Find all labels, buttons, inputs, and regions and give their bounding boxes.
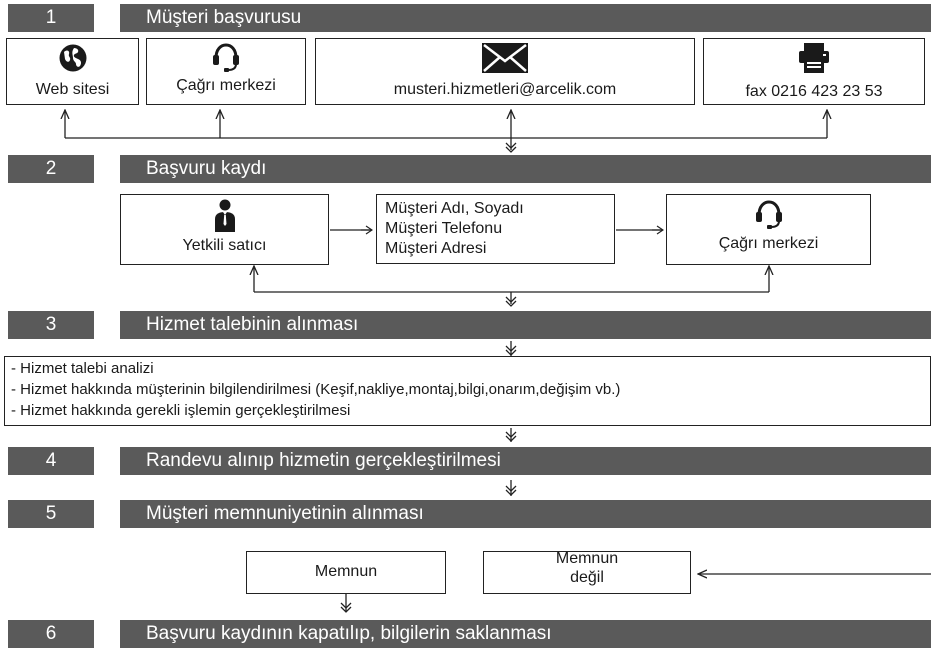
satisfied-label: Memnun [314,563,378,580]
service-info-box: - Hizmet talebi analizi - Hizmet hakkınd… [4,356,931,426]
dealer-label: Yetkili satıcı [182,237,267,254]
service-info-line: - Hizmet talebi analizi [11,360,154,377]
call-center-box: Çağrı merkezi [666,194,871,265]
step-6-number: 6 [8,620,94,648]
step-6-title: Başvuru kaydının kapatılıp, bilgilerin s… [120,620,931,648]
channel-fax-box: fax 0216 423 23 53 [703,38,925,105]
step-2-number: 2 [8,155,94,183]
envelope-icon [482,43,528,73]
step-4-title: Randevu alınıp hizmetin gerçekleştirilme… [120,447,931,475]
customer-info-line: Müşteri Adı, Soyadı [385,200,524,217]
channel-call-box: Çağrı merkezi [146,38,306,105]
globe-icon [59,44,86,72]
satisfied-box: Memnun [246,551,446,594]
channel-fax-label: fax 0216 423 23 53 [745,83,883,100]
person-icon [214,199,235,232]
call-center-label: Çağrı merkezi [718,235,819,252]
step-3-title: Hizmet talebinin alınması [120,311,931,339]
service-info-line: - Hizmet hakkında gerekli işlemin gerçek… [11,402,351,419]
step-3-number: 3 [8,311,94,339]
headset-icon [213,43,239,72]
not-satisfied-label-line1: Memnun [555,550,619,567]
service-info-line: - Hizmet hakkında müşterinin bilgilendir… [11,381,621,398]
headset-icon [755,200,782,229]
customer-info-box: Müşteri Adı, Soyadı Müşteri Telefonu Müş… [376,194,615,264]
not-satisfied-box: Memnun değil [483,550,691,594]
step-1-title: Müşteri başvurusu [120,4,931,32]
channel-web-box: Web sitesi [6,38,139,105]
fax-icon [799,43,829,73]
step-5-title: Müşteri memnuniyetinin alınması [120,500,931,528]
channel-email-box: musteri.hizmetleri@arcelik.com [315,38,695,105]
step-2-title: Başvuru kaydı [120,155,931,183]
customer-info-line: Müşteri Telefonu [385,220,503,237]
channel-call-label: Çağrı merkezi [176,77,276,94]
channel-web-label: Web sitesi [35,81,110,98]
channel-email-label: musteri.hizmetleri@arcelik.com [393,81,617,98]
customer-info-line: Müşteri Adresi [385,240,487,257]
dealer-box: Yetkili satıcı [120,194,329,265]
step-5-number: 5 [8,500,94,528]
not-satisfied-label-line2: değil [570,569,604,586]
step-1-number: 1 [8,4,94,32]
step-4-number: 4 [8,447,94,475]
